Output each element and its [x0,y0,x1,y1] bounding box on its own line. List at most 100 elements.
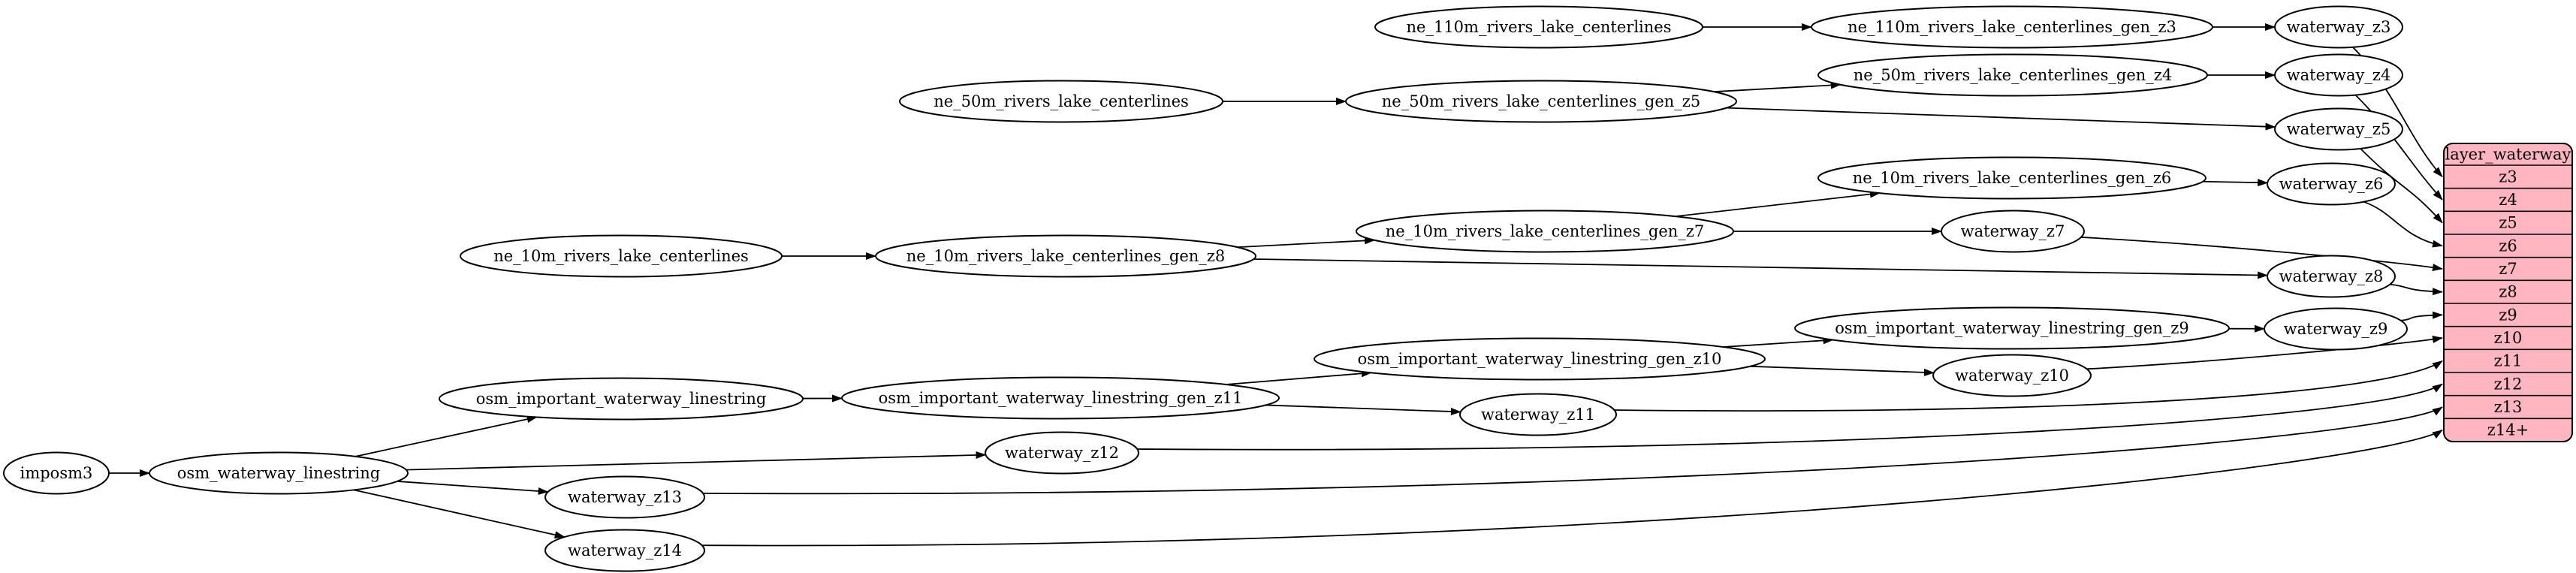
edge-waterway_z7-to-layer_waterway-z7 [2080,237,2443,271]
edge-ne_10m_rivers_lake_centerlines_gen_z6-to-waterway_z6 [2203,179,2269,187]
node-label: waterway_z4 [2287,66,2391,84]
node-label: osm_important_waterway_linestring_gen_z1… [1358,350,1722,368]
node-osm_important_waterway_linestring_gen_z11-shape [841,376,1280,420]
node-waterway_z8: waterway_z8 [2267,255,2396,298]
node-label: imposm3 [20,464,93,482]
edge-ne_50m_rivers_lake_centerlines_gen_z5-to-ne_50m_rivers_lake_centerlines_gen_z4 [1713,81,1842,93]
node-osm_important_waterway_linestring: osm_important_waterway_linestring [439,377,804,421]
edge-waterway_z5-to-layer_waterway-z5 [2360,148,2443,224]
node-ne_50m_rivers_lake_centerlines: ne_50m_rivers_lake_centerlines [899,80,1223,123]
edge-ne_50m_rivers_lake_centerlines_gen_z5-to-waterway_z5 [1726,107,2276,131]
node-osm_important_waterway_linestring_gen_z9-shape [1794,306,2230,350]
record-row-z14+: z14+ [2487,421,2529,439]
node-waterway_z13-shape [544,475,705,519]
record-row-z9: z9 [2499,306,2517,324]
node-label: waterway_z14 [568,541,682,559]
node-ne_10m_rivers_lake_centerlines_gen_z7: ne_10m_rivers_lake_centerlines_gen_z7 [1356,210,1734,253]
node-label: waterway_z3 [2287,18,2391,36]
record-title: layer_waterway [2445,146,2571,164]
edge-osm_waterway_linestring-to-osm_important_waterway_linestring [354,415,538,457]
node-waterway_z13: waterway_z13 [544,475,705,519]
edge-waterway_z11-to-layer_waterway-z11 [1614,360,2443,412]
node-waterway_z3: waterway_z3 [2274,5,2403,49]
edge-waterway_z14-to-layer_waterway-z14+ [701,429,2443,547]
record-row-z4: z4 [2499,191,2517,209]
node-ne_110m_rivers_lake_centerlines: ne_110m_rivers_lake_centerlines [1374,5,1703,49]
node-waterway_z11-shape [1459,393,1617,436]
edge-waterway_z8-to-layer_waterway-z8 [2390,283,2443,296]
node-ne_50m_rivers_lake_centerlines_gen_z4: ne_50m_rivers_lake_centerlines_gen_z4 [1817,53,2208,97]
node-ne_50m_rivers_lake_centerlines-shape [899,80,1223,123]
node-ne_10m_rivers_lake_centerlines_gen_z6: ne_10m_rivers_lake_centerlines_gen_z6 [1817,156,2206,200]
edge-waterway_z4-to-layer_waterway-z4 [2354,94,2443,201]
record-row-z12: z12 [2494,375,2523,393]
edge-osm_waterway_linestring-to-waterway_z14 [353,489,566,539]
node-label: waterway_z7 [1961,222,2065,240]
node-ne_10m_rivers_lake_centerlines_gen_z7-shape [1356,210,1734,253]
node-osm_important_waterway_linestring_gen_z9: osm_important_waterway_linestring_gen_z9 [1794,306,2230,350]
node-ne_110m_rivers_lake_centerlines_gen_z3-shape [1811,5,2213,49]
node-label: waterway_z10 [1955,366,2069,385]
node-waterway_z7: waterway_z7 [1941,210,2085,253]
node-ne_10m_rivers_lake_centerlines-shape [460,234,783,278]
node-ne_10m_rivers_lake_centerlines_gen_z6-shape [1817,156,2206,200]
record-row-z3: z3 [2499,167,2517,185]
node-label: waterway_z12 [1005,444,1119,462]
node-waterway_z4-shape [2274,53,2403,97]
record-row-z13: z13 [2494,398,2523,416]
edge-waterway_z12-to-layer_waterway-z12 [1137,383,2443,451]
edge-osm_important_waterway_linestring_gen_z10-to-waterway_z10 [1750,365,1935,376]
node-label: ne_50m_rivers_lake_centerlines_gen_z4 [1854,66,2172,84]
edge-waterway_z13-to-layer_waterway-z13 [703,406,2443,495]
node-waterway_z9-shape [2264,307,2408,351]
node-ne_110m_rivers_lake_centerlines-shape [1374,5,1703,49]
node-waterway_z9: waterway_z9 [2264,307,2408,351]
edge-osm_waterway_linestring-to-waterway_z13 [397,481,549,495]
node-label: waterway_z6 [2279,175,2384,193]
node-ne_10m_rivers_lake_centerlines: ne_10m_rivers_lake_centerlines [460,234,783,278]
node-label: ne_50m_rivers_lake_centerlines [934,92,1189,110]
node-waterway_z5: waterway_z5 [2274,107,2403,151]
node-label: osm_waterway_linestring [177,464,380,482]
node-waterway_z10: waterway_z10 [1932,354,2092,397]
node-waterway_z11: waterway_z11 [1459,393,1617,436]
edges [109,23,2443,547]
edge-waterway_z10-to-layer_waterway-z10 [2086,335,2443,370]
node-label: osm_important_waterway_linestring [476,390,767,408]
node-waterway_z6: waterway_z6 [2267,162,2396,206]
edge-ne_10m_rivers_lake_centerlines_gen_z8-to-waterway_z8 [1253,258,2269,279]
edge-osm_important_waterway_linestring_gen_z11-to-waterway_z11 [1265,404,1461,415]
node-label: ne_10m_rivers_lake_centerlines_gen_z7 [1386,222,1704,240]
record-row-z6: z6 [2499,237,2517,255]
record-row-z7: z7 [2499,260,2517,278]
node-waterway_z10-shape [1932,354,2092,397]
node-ne_10m_rivers_lake_centerlines_gen_z8: ne_10m_rivers_lake_centerlines_gen_z8 [875,234,1256,278]
record-row-z11: z11 [2494,352,2523,370]
node-label: ne_10m_rivers_lake_centerlines_gen_z8 [906,247,1225,265]
record-row-z5: z5 [2499,214,2517,232]
node-waterway_z12: waterway_z12 [985,431,1139,475]
edge-ne_10m_rivers_lake_centerlines_gen_z8-to-ne_10m_rivers_lake_centerlines_gen_z7 [1237,237,1376,249]
node-label: ne_10m_rivers_lake_centerlines_gen_z6 [1853,169,2171,187]
node-waterway_z12-shape [985,431,1139,475]
node-ne_50m_rivers_lake_centerlines_gen_z5-shape [1345,80,1737,123]
edge-waterway_z9-to-layer_waterway-z9 [2400,311,2443,321]
record-row-z8: z8 [2499,283,2517,301]
node-label: osm_important_waterway_linestring_gen_z1… [879,389,1243,407]
record-row-z10: z10 [2494,329,2523,347]
node-label: ne_110m_rivers_lake_centerlines [1407,18,1672,36]
record-layer_waterway: layer_waterway z3 z4 z5 z6 z7 z8 z9 z10 z11 z12 z13… [2443,143,2573,442]
node-waterway_z4: waterway_z4 [2274,53,2403,97]
node-label: osm_important_waterway_linestring_gen_z9 [1835,319,2188,337]
node-ne_50m_rivers_lake_centerlines_gen_z4-shape [1817,53,2208,97]
edge-osm_waterway_linestring-to-waterway_z12 [406,451,987,471]
node-osm_important_waterway_linestring-shape [439,377,804,421]
node-label: waterway_z5 [2287,120,2391,138]
node-ne_110m_rivers_lake_centerlines_gen_z3: ne_110m_rivers_lake_centerlines_gen_z3 [1811,5,2213,49]
node-osm_important_waterway_linestring_gen_z10: osm_important_waterway_linestring_gen_z1… [1314,337,1766,381]
node-label: waterway_z11 [1481,406,1595,424]
edge-osm_important_waterway_linestring_gen_z11-to-osm_important_waterway_linestring_gen_z10 [1226,369,1372,385]
node-label: ne_50m_rivers_lake_centerlines_gen_z5 [1382,92,1700,110]
